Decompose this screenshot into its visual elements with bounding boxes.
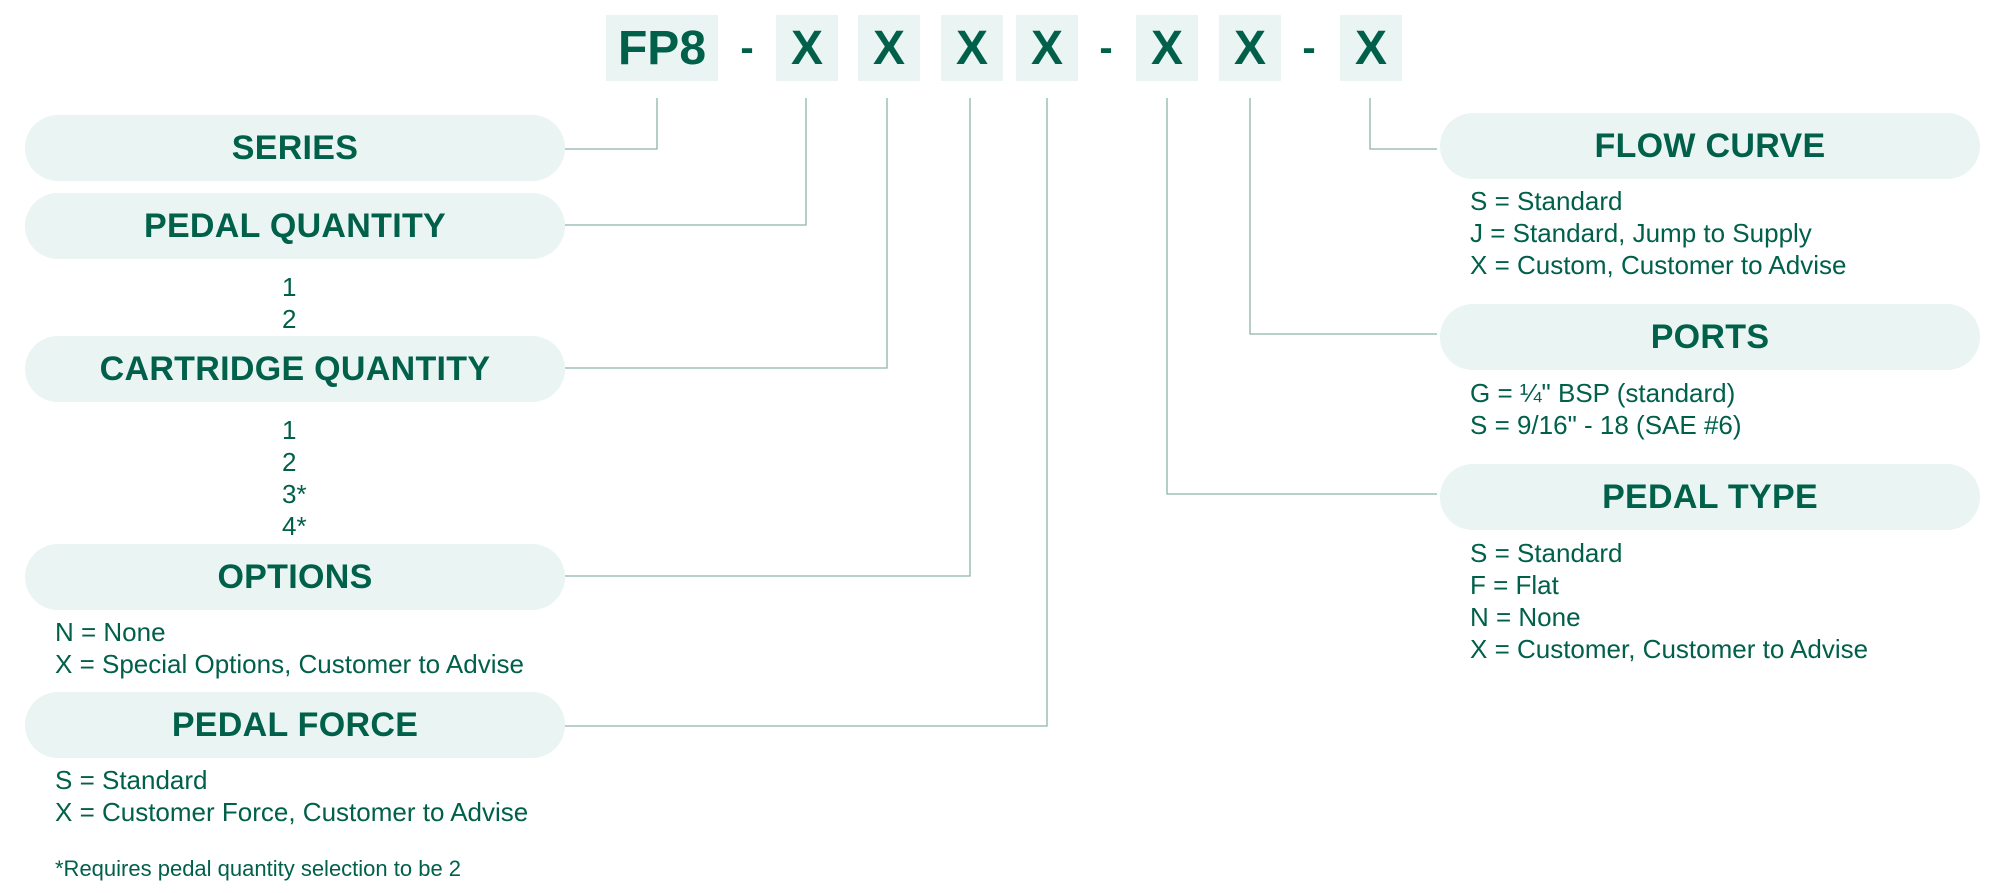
- options-options: N = None X = Special Options, Customer t…: [55, 616, 524, 680]
- connector-ports: [1249, 98, 1437, 335]
- option-item: N = None: [55, 617, 166, 647]
- option-item: 2: [282, 447, 297, 477]
- code-cartridge-quantity-box: X: [858, 15, 920, 81]
- code-options-box: X: [941, 15, 1003, 81]
- ports-label: PORTS: [1440, 304, 1980, 370]
- code-series-box: FP8: [606, 15, 718, 81]
- connector-pedal-type: [1166, 98, 1437, 495]
- connector-series: [565, 98, 658, 150]
- code-pedal-quantity-box: X: [776, 15, 838, 81]
- option-item: F = Flat: [1470, 570, 1559, 600]
- flow-curve-options: S = Standard J = Standard, Jump to Suppl…: [1470, 185, 1846, 281]
- option-item: 2: [282, 304, 297, 334]
- option-item: J = Standard, Jump to Supply: [1470, 218, 1812, 248]
- pedal-force-label: PEDAL FORCE: [25, 692, 565, 758]
- pedal-quantity-options: 1 2: [282, 271, 296, 335]
- option-item: S = Standard: [1470, 186, 1623, 216]
- code-separator: -: [1302, 25, 1316, 70]
- option-item: 4*: [282, 511, 307, 541]
- code-separator: -: [740, 25, 754, 70]
- connector-pedal-quantity: [565, 98, 807, 226]
- options-label: OPTIONS: [25, 544, 565, 610]
- connector-pedal-force: [565, 98, 1048, 727]
- code-flow-curve-box: X: [1340, 15, 1402, 81]
- option-item: G = ¼" BSP (standard): [1470, 378, 1736, 408]
- pedal-force-options: S = Standard X = Customer Force, Custome…: [55, 764, 528, 828]
- option-item: X = Custom, Customer to Advise: [1470, 250, 1847, 280]
- option-item: N = None: [1470, 602, 1581, 632]
- pedal-quantity-label: PEDAL QUANTITY: [25, 193, 565, 259]
- option-item: 1: [282, 272, 297, 302]
- cartridge-quantity-label: CARTRIDGE QUANTITY: [25, 336, 565, 402]
- connector-flow-curve: [1369, 98, 1437, 150]
- footnote: *Requires pedal quantity selection to be…: [55, 856, 462, 881]
- option-item: S = Standard: [1470, 538, 1623, 568]
- option-item: X = Special Options, Customer to Advise: [55, 649, 524, 679]
- series-label: SERIES: [25, 115, 565, 181]
- option-item: S = Standard: [55, 765, 208, 795]
- option-item: 1: [282, 415, 297, 445]
- code-pedal-force-box: X: [1016, 15, 1078, 81]
- pedal-type-options: S = Standard F = Flat N = None X = Custo…: [1470, 537, 1868, 665]
- ports-options: G = ¼" BSP (standard) S = 9/16" - 18 (SA…: [1470, 377, 1742, 441]
- option-item: X = Customer, Customer to Advise: [1470, 634, 1869, 664]
- option-item: S = 9/16" - 18 (SAE #6): [1470, 410, 1742, 440]
- flow-curve-label: FLOW CURVE: [1440, 113, 1980, 179]
- pedal-type-label: PEDAL TYPE: [1440, 464, 1980, 530]
- connector-cartridge-quantity: [565, 98, 888, 369]
- code-separator: -: [1099, 25, 1113, 70]
- connector-options: [565, 98, 971, 577]
- option-item: X = Customer Force, Customer to Advise: [55, 797, 529, 827]
- code-pedal-type-box: X: [1136, 15, 1198, 81]
- code-ports-box: X: [1219, 15, 1281, 81]
- option-item: 3*: [282, 479, 307, 509]
- cartridge-quantity-options: 1 2 3* 4*: [282, 414, 307, 542]
